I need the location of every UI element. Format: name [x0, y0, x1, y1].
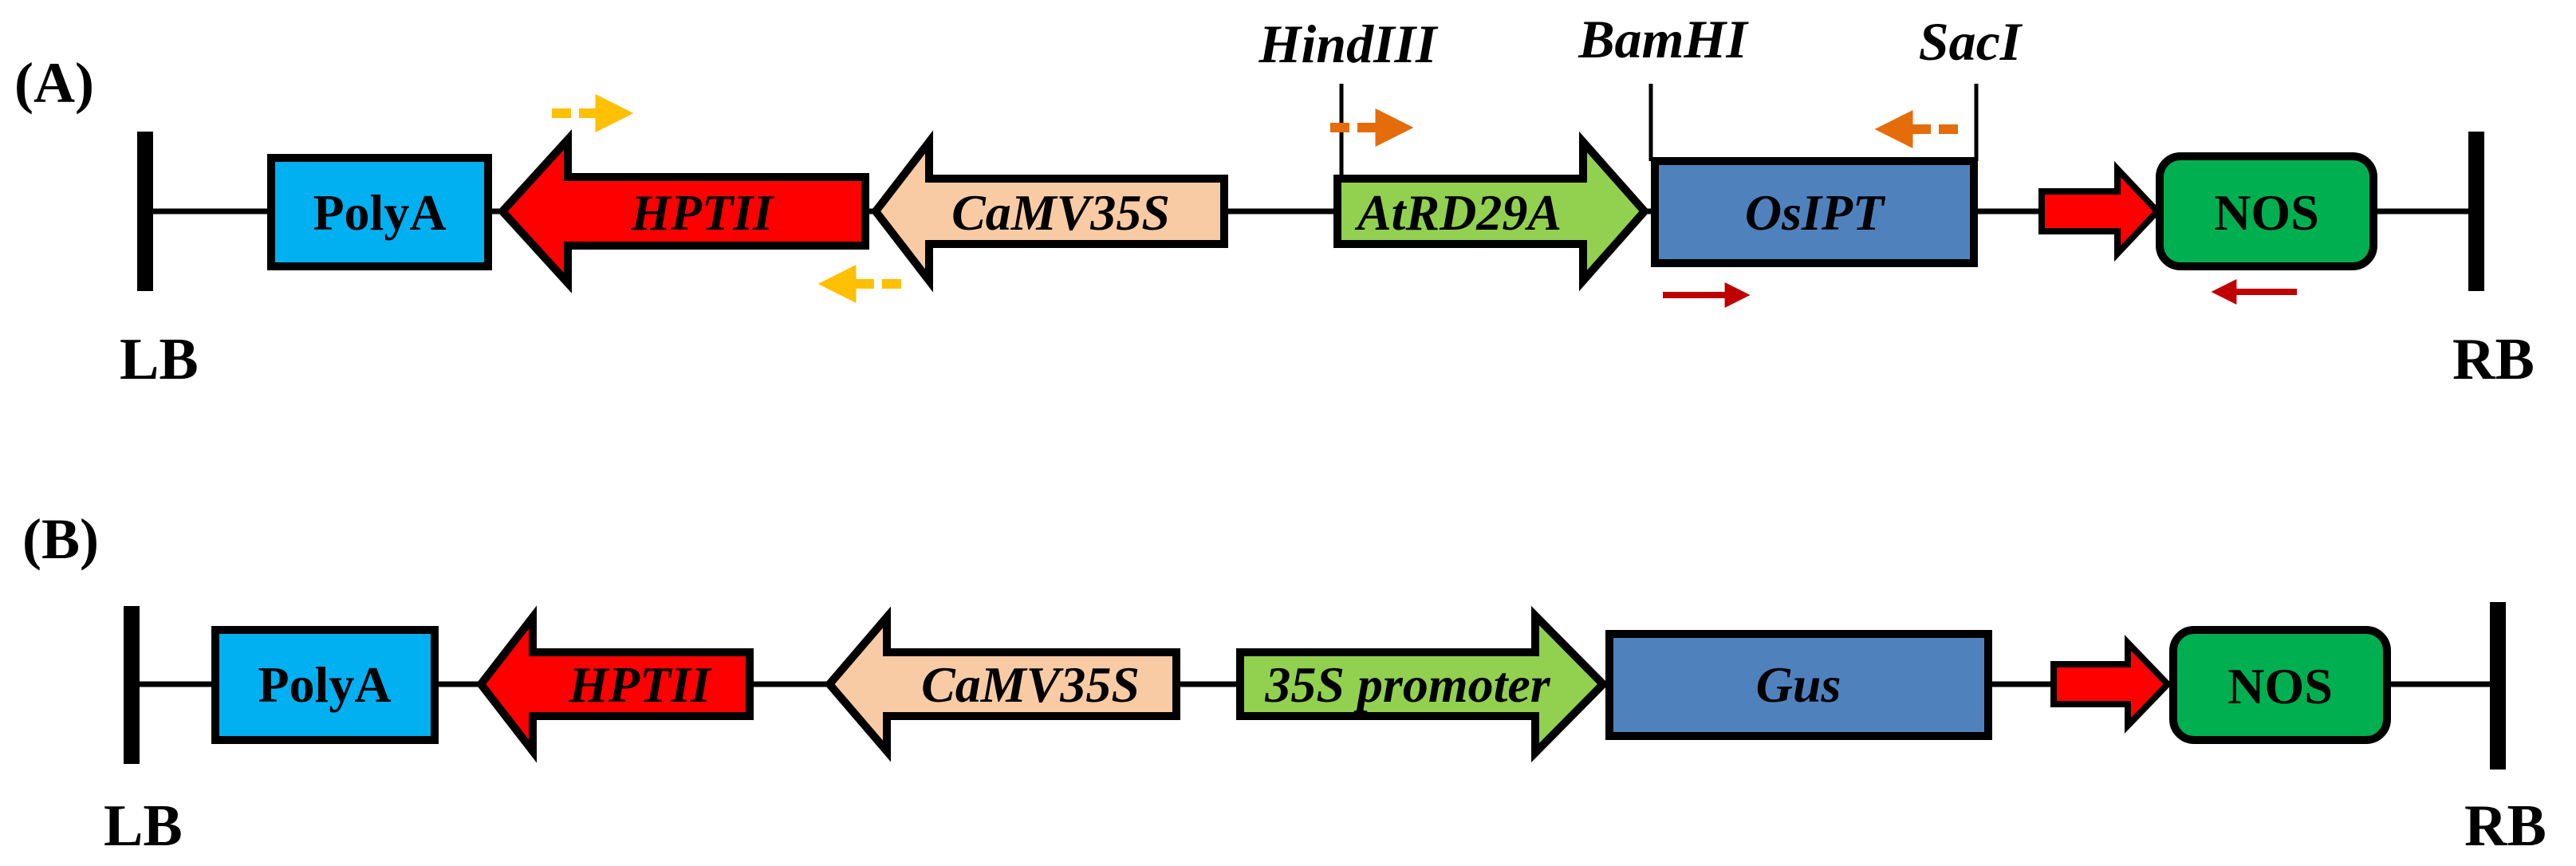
panel-a-atrd29a-arrow: [1333, 131, 1650, 292]
panel-b-promoter-label: 35S promoter: [1264, 656, 1550, 713]
panel-a-label: (A): [14, 51, 94, 115]
panel-a-hindiii-label: HindIII: [1258, 14, 1440, 74]
panel-a-camv35s-label: CaMV35S: [951, 184, 1170, 241]
panel-b-label: (B): [22, 507, 99, 571]
panel-b-right-border-bar: [2490, 602, 2506, 770]
panel-b-hptii-arrow: [475, 605, 754, 763]
panel-a: (A) LB RB PolyA HPTII CaMV35S AtRD29A Os…: [14, 9, 2535, 392]
panel-a-bamhi-label: BamHI: [1578, 9, 1749, 69]
panel-a-polya-box: [267, 154, 492, 270]
panel-b-camv35s-arrow: [824, 606, 1180, 762]
panel-a-osipt-box: [1651, 157, 1978, 267]
panel-a-terminator-arrow: [2038, 160, 2162, 262]
panel-a-left-border-bar: [137, 132, 153, 291]
panel-a-rb-label: RB: [2452, 327, 2535, 392]
panel-b-polya-box: [211, 626, 439, 744]
panel-a-hptii-label: HPTII: [630, 184, 774, 241]
panel-b-nos-label: NOS: [2227, 658, 2333, 714]
panel-b-hptii-label: HPTII: [568, 656, 712, 713]
panel-b-nos-box: [2169, 626, 2391, 744]
panel-a-lb-label: LB: [120, 327, 199, 392]
panel-a-polya-label: PolyA: [313, 184, 446, 241]
panel-b-terminator-arrow: [2050, 635, 2172, 734]
panel-b-promoter-arrow: [1236, 605, 1609, 763]
panel-b-left-border-bar: [124, 606, 140, 764]
panel-a-hptii-arrow: [497, 129, 869, 293]
panel-a-right-border-bar: [2468, 132, 2484, 291]
panel-b-camv35s-label: CaMV35S: [921, 656, 1140, 713]
panel-a-nos-box: [2156, 152, 2377, 270]
panel-a-osipt-label: OsIPT: [1745, 184, 1886, 241]
panel-b-polya-label: PolyA: [258, 656, 391, 713]
panel-a-nos-label: NOS: [2214, 184, 2319, 241]
panel-b-rb-label: RB: [2464, 793, 2546, 859]
panel-b-lb-label: LB: [104, 793, 183, 859]
panel-a-atrd29a-label: AtRD29A: [1354, 184, 1562, 241]
panel-b-gus-box: [1605, 630, 1992, 740]
panel-b: (B) LB RB PolyA HPTII CaMV35S 35S promot…: [22, 507, 2546, 859]
panel-a-saci-label: SacI: [1919, 11, 2023, 72]
panel-b-gus-label: Gus: [1756, 656, 1841, 713]
panel-a-camv35s-arrow: [870, 130, 1228, 293]
